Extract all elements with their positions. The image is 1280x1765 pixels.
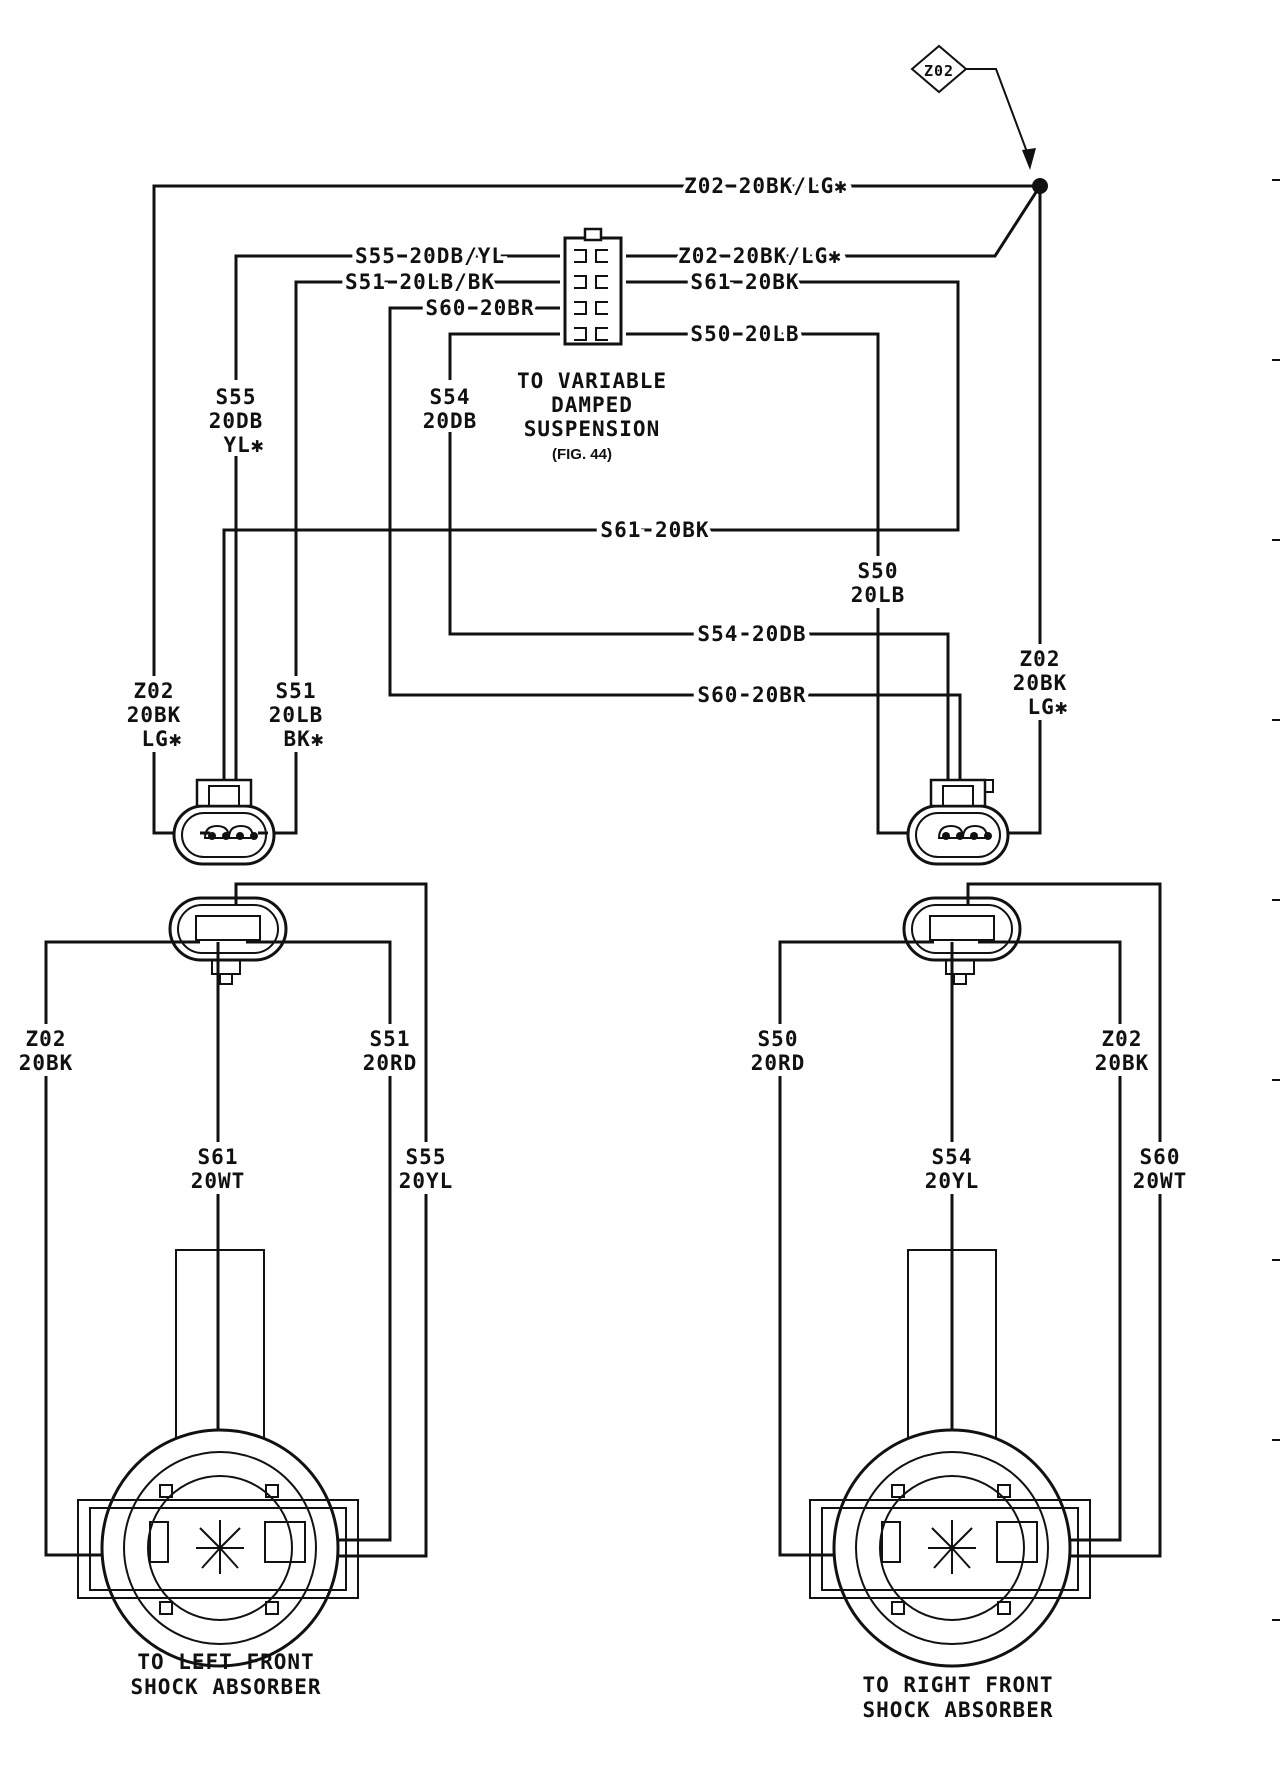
top-wire-labels: Z02 20BK/LG✱ S55 20DB/YL S51 20LB/BK S60…	[341, 170, 851, 712]
label-z02-outer: Z02 20BK/LG✱	[684, 174, 848, 198]
wire-s60	[388, 306, 962, 795]
label-right-s54-v2: 20YL	[925, 1169, 980, 1193]
wire-left-s55	[234, 882, 428, 1558]
label-right-s54-v1: S54	[932, 1145, 973, 1169]
label-z02-left-v1: Z02	[134, 679, 175, 703]
label-s50-conn: S50 20LB	[690, 322, 799, 346]
vertical-wire-labels: S55 20DB YL✱ S54 20DB S50 20LB Z02 20BK …	[124, 380, 1072, 752]
label-left-s51-v2: 20RD	[363, 1051, 418, 1075]
wire-s61	[222, 280, 960, 795]
label-s54-v1: S54	[430, 385, 471, 409]
left-shock-caption-1: TO LEFT FRONT	[137, 1650, 314, 1674]
wire-z02-right	[1000, 186, 1042, 835]
label-s60: S60 20BR	[425, 296, 534, 320]
label-left-s55-v2: 20YL	[399, 1169, 454, 1193]
left-shock-caption-2: SHOCK ABSORBER	[130, 1675, 321, 1699]
label-left-z02-v2: 20BK	[19, 1051, 74, 1075]
label-s55-v1: S55	[216, 385, 257, 409]
label-s55-v3: YL✱	[224, 433, 265, 457]
vds-connector-label: TO VARIABLE DAMPED SUSPENSION (FIG. 44)	[517, 369, 667, 463]
vds-label-line2: DAMPED	[551, 393, 633, 417]
label-z02-right-v1: Z02	[1020, 647, 1061, 671]
right-shock-caption-1: TO RIGHT FRONT	[862, 1673, 1053, 1697]
label-right-s60-v1: S60	[1140, 1145, 1181, 1169]
splice-z02: Z02	[910, 44, 1048, 194]
label-z02-conn: Z02 20BK/LG✱	[678, 244, 842, 268]
vds-fig-ref: (FIG. 44)	[552, 446, 612, 463]
harness-connector-left	[172, 778, 276, 866]
label-z02-right-v3: LG✱	[1028, 695, 1069, 719]
label-s51: S51 20LB/BK	[345, 270, 495, 294]
shock-connector-right	[902, 896, 1022, 985]
label-z02-left-v2: 20BK	[127, 703, 182, 727]
label-s50-v2: 20LB	[851, 583, 906, 607]
label-s54-mid: S54 20DB	[697, 622, 806, 646]
label-left-s51-v1: S51	[370, 1027, 411, 1051]
label-s61-conn: S61 20BK	[690, 270, 799, 294]
wire-right-s60	[966, 882, 1162, 1558]
label-left-s61-v1: S61	[198, 1145, 239, 1169]
vds-connector	[563, 227, 623, 346]
label-left-s55-v1: S55	[406, 1145, 447, 1169]
label-right-s60-v2: 20WT	[1133, 1169, 1188, 1193]
vds-label-line3: SUSPENSION	[524, 417, 660, 441]
label-z02-left-v3: LG✱	[142, 727, 183, 751]
label-right-s50-v2: 20RD	[751, 1051, 806, 1075]
wire-z02-conn	[626, 185, 1042, 258]
margin-ticks	[1272, 179, 1280, 1621]
left-shock-absorber	[77, 1249, 359, 1668]
splice-label: Z02	[924, 62, 954, 80]
label-right-z02-v1: Z02	[1102, 1027, 1143, 1051]
shock-connector-left	[168, 896, 288, 985]
label-s50-v1: S50	[858, 559, 899, 583]
right-shock-absorber	[809, 1249, 1091, 1668]
left-shock-labels: Z02 20BK S51 20RD S61 20WT S55 20YL TO L…	[14, 1024, 458, 1699]
label-s60-mid: S60 20BR	[697, 683, 806, 707]
label-s55: S55 20DB/YL	[355, 244, 505, 268]
label-right-s50-v1: S50	[758, 1027, 799, 1051]
label-s54-v2: 20DB	[423, 409, 478, 433]
harness-connector-right	[906, 778, 1010, 866]
wire-s51	[268, 280, 560, 835]
label-left-z02-v1: Z02	[26, 1027, 67, 1051]
label-s51-v2: 20LB	[269, 703, 324, 727]
wire-s54	[448, 332, 950, 795]
label-s51-v1: S51	[276, 679, 317, 703]
wire-s55	[234, 254, 560, 795]
label-s51-v3: BK✱	[284, 727, 325, 751]
label-z02-right-v2: 20BK	[1013, 671, 1068, 695]
label-right-z02-v2: 20BK	[1095, 1051, 1150, 1075]
label-s55-v2: 20DB	[209, 409, 264, 433]
vds-label-line1: TO VARIABLE	[517, 369, 667, 393]
right-shock-labels: S50 20RD Z02 20BK S54 20YL S60 20WT TO R…	[746, 1024, 1192, 1722]
right-shock-caption-2: SHOCK ABSORBER	[862, 1698, 1053, 1722]
label-s61-mid: S61 20BK	[600, 518, 709, 542]
label-left-s61-v2: 20WT	[191, 1169, 246, 1193]
